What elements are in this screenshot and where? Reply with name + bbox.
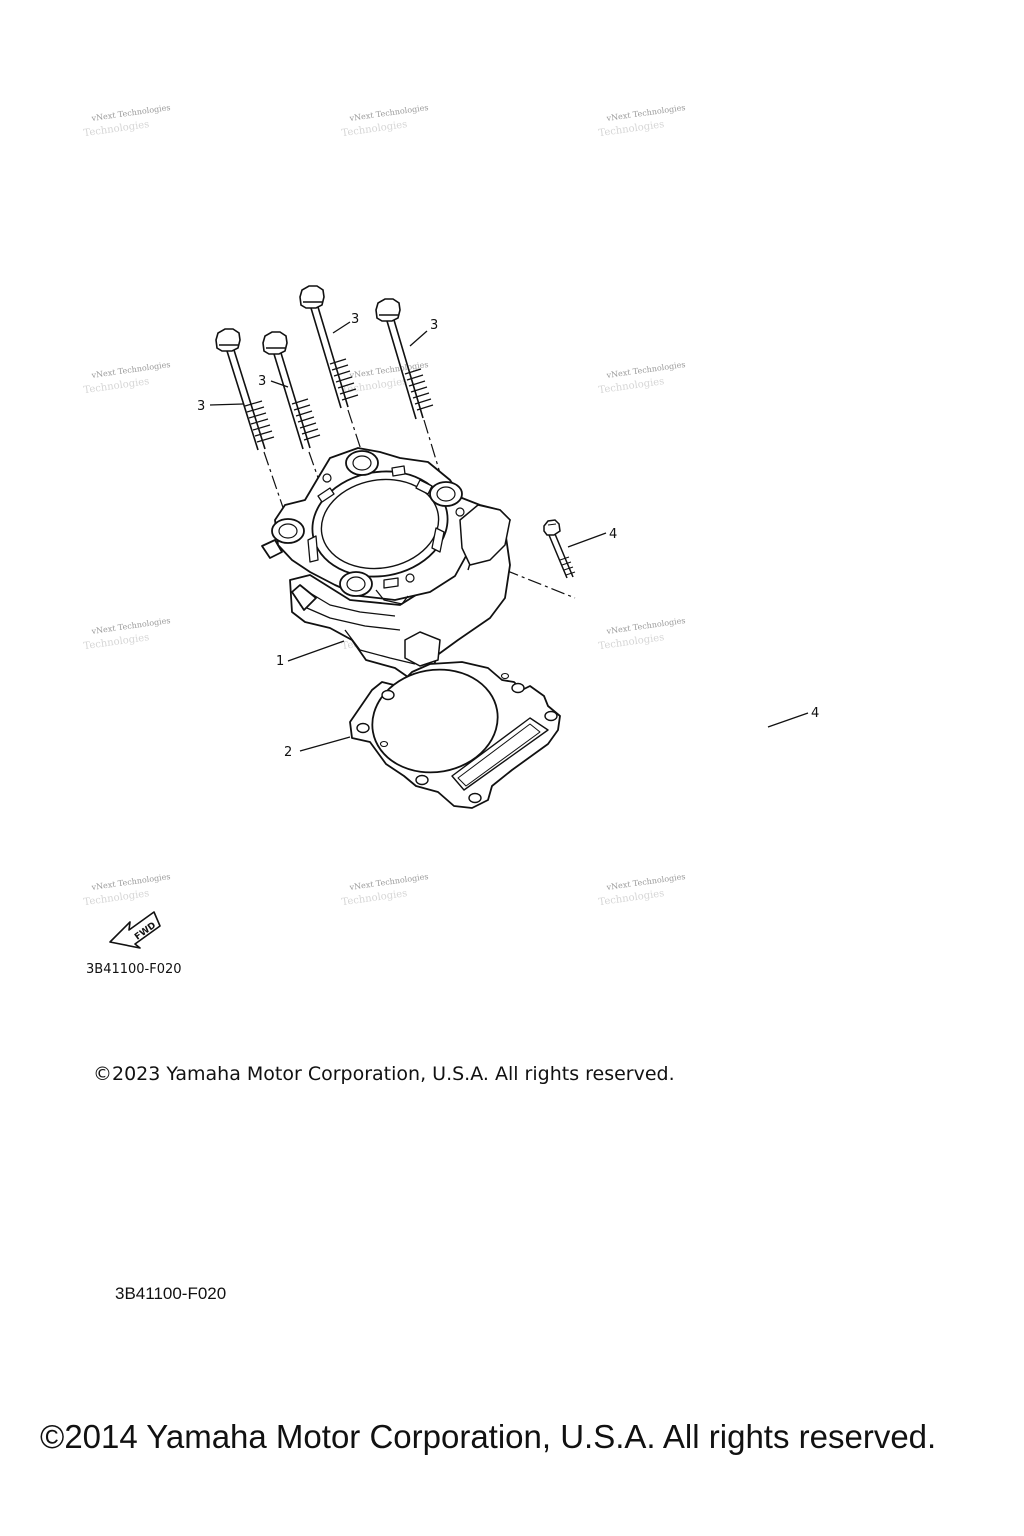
stud-bolt-2[interactable] (262, 331, 321, 450)
watermark: Technologies vNext Technologies (341, 872, 429, 908)
watermark: Technologies vNext Technologies (341, 103, 429, 139)
watermark: Technologies vNext Technologies (598, 616, 686, 652)
callout-3-c: 3 (351, 312, 359, 327)
bolt[interactable] (543, 519, 576, 579)
stud-bolt-3[interactable] (299, 285, 359, 409)
leader-lines (209, 321, 809, 752)
gasket[interactable] (349, 660, 561, 809)
watermark: Technologies vNext Technologies (83, 103, 171, 139)
callout-1: 1 (276, 654, 284, 669)
svg-text:vNext Technologies: vNext Technologies (90, 360, 171, 380)
stud-bolt-4[interactable] (375, 298, 434, 420)
watermark: Technologies vNext Technologies (83, 616, 171, 652)
cylinder[interactable] (261, 447, 511, 685)
watermark: Technologies vNext Technologies (83, 360, 171, 396)
callout-2: 2 (284, 745, 292, 760)
svg-text:vNext Technologies: vNext Technologies (90, 103, 171, 123)
watermark: Technologies vNext Technologies (341, 360, 429, 396)
callout-3-b: 3 (258, 374, 266, 389)
watermark: Technologies vNext Technologies (83, 872, 171, 908)
svg-text:vNext Technologies: vNext Technologies (605, 872, 686, 892)
svg-text:vNext Technologies: vNext Technologies (605, 360, 686, 380)
fwd-arrow-icon: FWD (109, 911, 161, 949)
callout-4: 4 (609, 527, 617, 542)
callout-4-extra: 4 (811, 706, 819, 721)
callout-3-a: 3 (197, 399, 205, 414)
copyright-2014: ©2014 Yamaha Motor Corporation, U.S.A. A… (40, 1418, 937, 1455)
svg-text:vNext Technologies: vNext Technologies (348, 872, 429, 892)
watermark: Technologies vNext Technologies (598, 872, 686, 908)
watermark: Technologies vNext Technologies (598, 360, 686, 396)
watermark: Technologies vNext Technologies (598, 103, 686, 139)
svg-text:vNext Technologies: vNext Technologies (348, 103, 429, 123)
svg-text:vNext Technologies: vNext Technologies (605, 103, 686, 123)
diagram-code-large: 3B41100-F020 (115, 1284, 227, 1303)
svg-text:vNext Technologies: vNext Technologies (90, 616, 171, 636)
diagram-code: 3B41100-F020 (86, 962, 182, 977)
callout-3-d: 3 (430, 318, 438, 333)
stud-bolt-1[interactable] (215, 328, 275, 451)
copyright-2023: ©2023 Yamaha Motor Corporation, U.S.A. A… (93, 1063, 675, 1085)
svg-text:vNext Technologies: vNext Technologies (90, 872, 171, 892)
svg-text:vNext Technologies: vNext Technologies (605, 616, 686, 636)
